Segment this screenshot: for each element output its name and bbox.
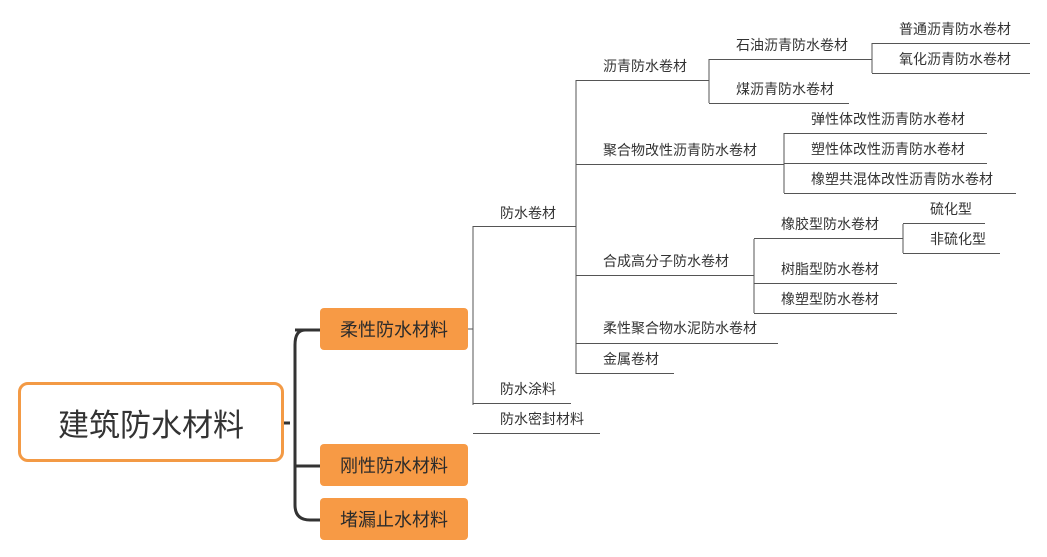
node-vulcanized[interactable]: 硫化型 [930, 202, 972, 218]
node-metal-rolls[interactable]: 金属卷材 [603, 352, 659, 368]
node-coating[interactable]: 防水涂料 [500, 382, 556, 398]
underline-plastomer-modified [784, 163, 987, 164]
underline-oxidized-asphalt [872, 73, 1030, 74]
underline-non-vulcanized [903, 253, 1000, 254]
underline-petroleum-asphalt [709, 59, 872, 60]
node-rubber-plastic-type[interactable]: 橡塑型防水卷材 [781, 292, 879, 308]
underline-ordinary-asphalt [872, 43, 1030, 44]
underline-polymer-modified-rolls [576, 164, 784, 165]
node-rolls[interactable]: 防水卷材 [500, 206, 556, 222]
node-flexible-cement-rolls[interactable]: 柔性聚合物水泥防水卷材 [603, 321, 757, 337]
node-plastomer-modified[interactable]: 塑性体改性沥青防水卷材 [811, 142, 965, 158]
root-label: 建筑防水材料 [58, 407, 244, 444]
node-polymer-modified-rolls[interactable]: 聚合物改性沥青防水卷材 [603, 143, 757, 159]
node-sealing[interactable]: 防水密封材料 [500, 412, 584, 428]
node-resin-type[interactable]: 树脂型防水卷材 [781, 262, 879, 278]
branch-flexible[interactable]: 柔性防水材料 [320, 308, 468, 350]
node-rubber-type[interactable]: 橡胶型防水卷材 [781, 217, 879, 233]
underline-sealing [473, 433, 600, 434]
node-asphalt-rolls[interactable]: 沥青防水卷材 [603, 59, 687, 75]
underline-resin-type [754, 283, 897, 284]
node-synthetic-rolls[interactable]: 合成高分子防水卷材 [603, 254, 729, 270]
node-elastomer-modified[interactable]: 弹性体改性沥青防水卷材 [811, 112, 965, 128]
underline-asphalt-rolls [576, 80, 709, 81]
underline-synthetic-rolls [576, 275, 754, 276]
branch-leak-stopping-label: 堵漏止水材料 [340, 510, 448, 531]
node-petroleum-asphalt[interactable]: 石油沥青防水卷材 [736, 38, 848, 54]
underline-rubber-plastic-type [754, 313, 897, 314]
underline-coal-asphalt [709, 103, 849, 104]
underline-coating [473, 403, 571, 404]
branch-flexible-label: 柔性防水材料 [340, 320, 448, 341]
branch-rigid[interactable]: 刚性防水材料 [320, 444, 468, 486]
branch-rigid-label: 刚性防水材料 [340, 456, 448, 477]
node-coal-asphalt[interactable]: 煤沥青防水卷材 [736, 82, 834, 98]
underline-rubber-type [754, 238, 903, 239]
node-oxidized-asphalt[interactable]: 氧化沥青防水卷材 [899, 52, 1011, 68]
root-node[interactable]: 建筑防水材料 [18, 382, 284, 462]
node-rubber-plastic-blend-modified[interactable]: 橡塑共混体改性沥青防水卷材 [811, 172, 993, 188]
branch-leak-stopping[interactable]: 堵漏止水材料 [320, 498, 468, 540]
underline-vulcanized [903, 223, 985, 224]
underline-metal-rolls [576, 373, 674, 374]
underline-rubber-plastic-blend-modified [784, 193, 1016, 194]
node-non-vulcanized[interactable]: 非硫化型 [930, 232, 986, 248]
underline-elastomer-modified [784, 133, 987, 134]
node-ordinary-asphalt[interactable]: 普通沥青防水卷材 [899, 22, 1011, 38]
underline-rolls [473, 226, 576, 227]
underline-flexible-cement-rolls [576, 343, 778, 344]
